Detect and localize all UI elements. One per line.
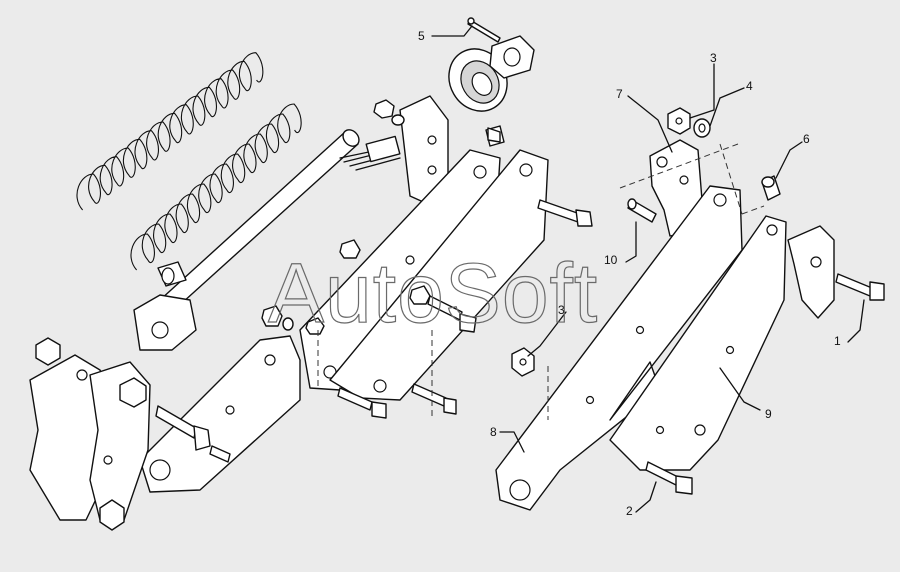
callout-2: 2 (626, 504, 633, 518)
part-3-nut-top (667, 107, 691, 135)
left-nuts (35, 337, 147, 531)
callout-8: 8 (490, 425, 497, 439)
callout-5: 5 (418, 29, 425, 43)
part-4-washer (693, 118, 711, 138)
callout-1: 1 (834, 334, 841, 348)
part-6-bushing (761, 175, 781, 201)
left-hook-plate (29, 354, 151, 521)
part-7-bracket (649, 139, 703, 237)
rod-shaft (159, 129, 401, 313)
left-arm-bracket (139, 335, 301, 493)
callout-3-lower: 3 (558, 303, 565, 317)
hardware-nuts-centre (261, 99, 431, 335)
assembly-dashed-lines (317, 143, 765, 420)
part-3-nut-lower (511, 347, 535, 377)
callout-6: 6 (803, 132, 810, 146)
callout-labels: 5 3 4 7 6 10 3 1 9 8 2 (418, 29, 841, 518)
part-right-small-plate (787, 225, 835, 319)
callout-9: 9 (765, 407, 772, 421)
left-bolt (155, 405, 231, 463)
hardware-bolts-centre (337, 127, 593, 419)
part-8-arm (495, 185, 743, 511)
callout-3-top: 3 (710, 51, 717, 65)
plate-upper-left (399, 95, 449, 206)
callout-4: 4 (746, 79, 753, 93)
callout-leaders (431, 25, 865, 513)
castle-nut-top (489, 35, 535, 79)
part-1-bolt (835, 273, 885, 301)
callout-7: 7 (616, 87, 623, 101)
part-10-stud (627, 198, 657, 223)
watermark: AutoSoft (268, 246, 598, 340)
left-pivot-plate (133, 294, 197, 351)
spring-lower (130, 103, 302, 271)
part-2-bolt (645, 461, 693, 495)
pin-part-5 (467, 17, 501, 43)
sleeve-small (157, 261, 187, 287)
callout-10: 10 (604, 253, 618, 267)
spring-upper (76, 52, 264, 211)
